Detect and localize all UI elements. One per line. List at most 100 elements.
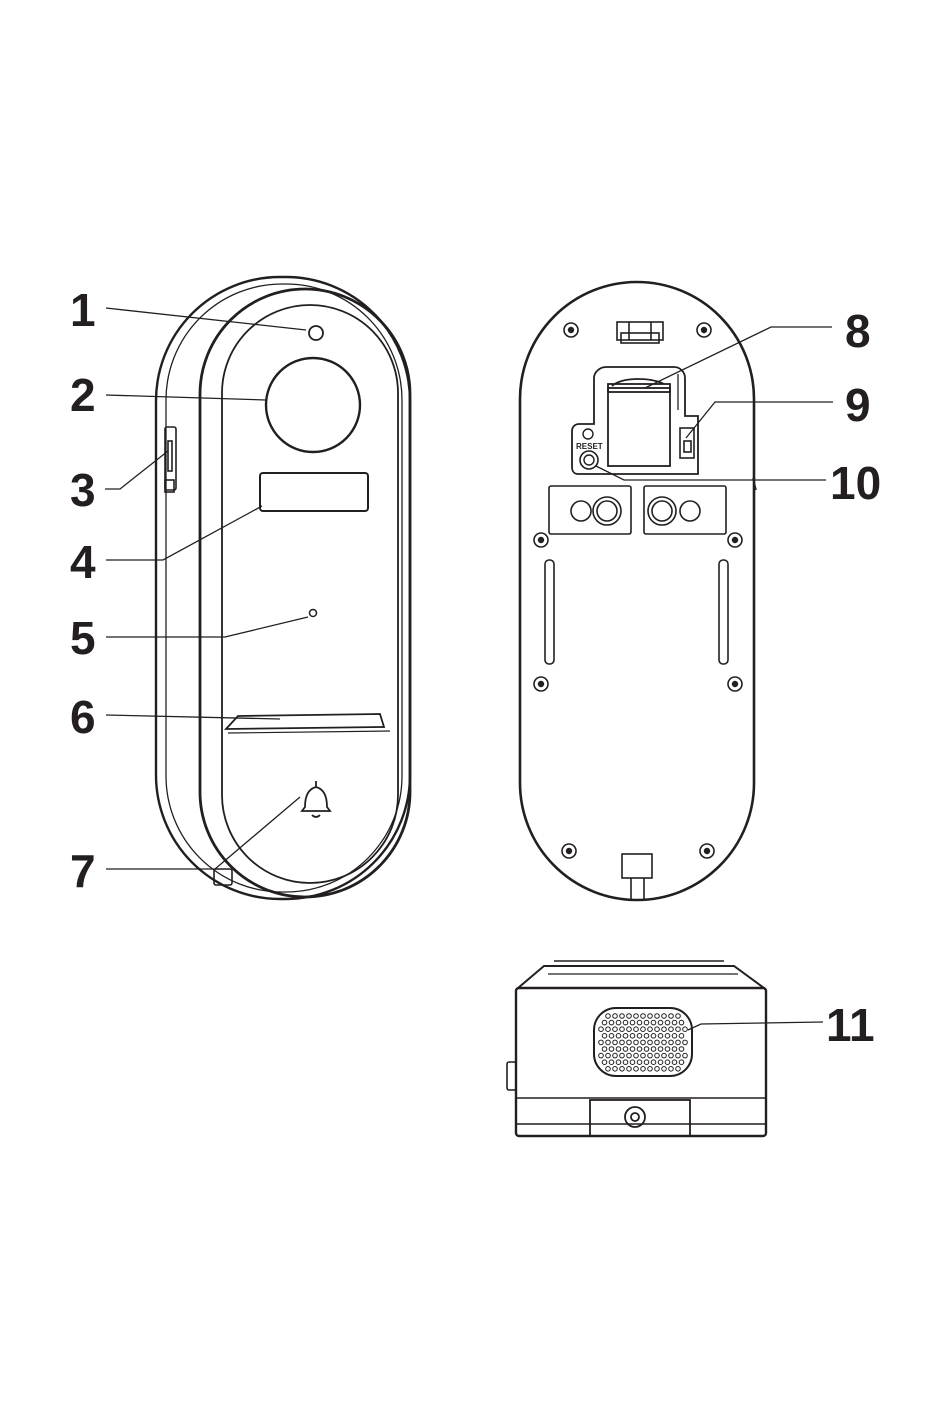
grill-hole [599, 1040, 604, 1045]
grill-hole [606, 1053, 611, 1058]
bottom-port [622, 854, 652, 900]
reset-button: RESET [576, 429, 603, 469]
grill-hole [606, 1067, 611, 1072]
mount-plate-right [644, 486, 726, 534]
callout-9: 9 [845, 379, 871, 431]
chime-unit [507, 961, 766, 1136]
leader-7 [106, 797, 300, 869]
back-screws [534, 323, 742, 858]
grill-hole [648, 1040, 653, 1045]
grill-hole [662, 1067, 667, 1072]
grill-hole [634, 1040, 639, 1045]
grill-hole [637, 1034, 642, 1039]
grill-hole [672, 1020, 677, 1025]
grill-hole [627, 1027, 632, 1032]
grill-hole [641, 1040, 646, 1045]
callout-3: 3 [70, 464, 96, 516]
grill-hole [620, 1040, 625, 1045]
grill-hole [627, 1067, 632, 1072]
grill-hole [623, 1034, 628, 1039]
light-strip [226, 714, 384, 729]
grill-hole [609, 1034, 614, 1039]
grill-hole [644, 1047, 649, 1052]
grill-hole [637, 1047, 642, 1052]
grill-hole [616, 1020, 621, 1025]
grill-hole [648, 1053, 653, 1058]
grill-hole [613, 1014, 618, 1019]
grill-hole [658, 1047, 663, 1052]
grill-hole [665, 1034, 670, 1039]
grill-hole [627, 1040, 632, 1045]
doorbell-back-view: RESET [520, 282, 756, 900]
grill-hole [609, 1047, 614, 1052]
grill-hole [676, 1067, 681, 1072]
grill-hole [672, 1060, 677, 1065]
grill-hole [616, 1034, 621, 1039]
grill-hole [623, 1047, 628, 1052]
grill-hole [665, 1047, 670, 1052]
grill-hole [662, 1027, 667, 1032]
grill-hole [672, 1047, 677, 1052]
grill-hole [602, 1047, 607, 1052]
grill-hole [665, 1060, 670, 1065]
grill-hole [651, 1047, 656, 1052]
leader-3 [105, 451, 168, 489]
grill-hole [644, 1060, 649, 1065]
mount-slot-right [719, 560, 728, 664]
grill-hole [651, 1060, 656, 1065]
callout-5: 5 [70, 612, 96, 664]
grill-hole [599, 1053, 604, 1058]
grill-hole [648, 1014, 653, 1019]
grill-hole [634, 1014, 639, 1019]
grill-hole [679, 1060, 684, 1065]
grill-hole [630, 1047, 635, 1052]
callout-4: 4 [70, 536, 96, 588]
grill-hole [599, 1027, 604, 1032]
mount-plate-left [549, 486, 631, 534]
grill-hole [658, 1020, 663, 1025]
leader-9 [686, 402, 833, 438]
grill-hole [602, 1020, 607, 1025]
grill-hole [679, 1020, 684, 1025]
microphone [310, 610, 317, 617]
grill-hole [669, 1027, 674, 1032]
reset-label: RESET [576, 442, 603, 451]
leader-8 [645, 327, 832, 388]
grill-hole [644, 1034, 649, 1039]
grill-hole [602, 1060, 607, 1065]
grill-hole [641, 1053, 646, 1058]
leader-4 [106, 506, 262, 560]
grill-hole [665, 1020, 670, 1025]
power-switch [680, 428, 694, 458]
grill-hole [630, 1034, 635, 1039]
grill-hole [658, 1034, 663, 1039]
mount-slot-left [545, 560, 554, 664]
callout-1: 1 [70, 284, 96, 336]
chime-side-button [507, 1062, 516, 1090]
leader-10 [596, 466, 826, 480]
grill-hole [662, 1040, 667, 1045]
speaker-grill-holes [599, 1014, 688, 1071]
grill-hole [613, 1040, 618, 1045]
grill-hole [620, 1067, 625, 1072]
grill-hole [683, 1027, 688, 1032]
grill-hole [641, 1067, 646, 1072]
grill-hole [637, 1060, 642, 1065]
chime-body [516, 988, 766, 1136]
grill-hole [616, 1047, 621, 1052]
chime-mount-tab [590, 1100, 690, 1136]
callout-11: 11 [826, 999, 875, 1051]
grill-hole [669, 1053, 674, 1058]
grill-hole [637, 1020, 642, 1025]
grill-hole [620, 1014, 625, 1019]
camera-lens [266, 358, 360, 452]
grill-hole [662, 1014, 667, 1019]
callout-7: 7 [70, 845, 96, 897]
grill-hole [609, 1020, 614, 1025]
grill-hole [627, 1053, 632, 1058]
grill-hole [609, 1060, 614, 1065]
callout-8: 8 [845, 305, 871, 357]
leader-5 [106, 617, 308, 637]
grill-hole [613, 1053, 618, 1058]
